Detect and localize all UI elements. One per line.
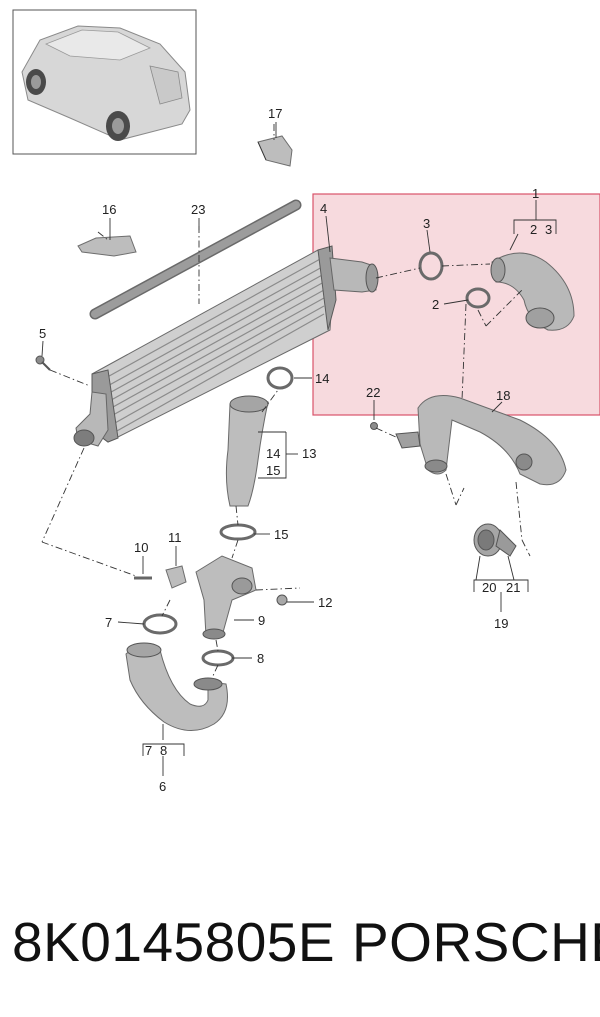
callout-1-sub-3: 3	[545, 222, 552, 237]
part-8-clamp	[201, 649, 235, 667]
part-9-pipe	[195, 555, 257, 640]
callout-13: 13	[302, 446, 316, 461]
part-13-hose	[225, 395, 269, 507]
callout-13-sub-14: 14	[266, 446, 280, 461]
part-11-sensor	[165, 565, 187, 589]
part-17-bracket	[257, 135, 293, 167]
callout-labels: 17 16 23 4 3 1 2 3 2 5 14 22 18 14 15 13…	[39, 106, 552, 794]
leader-lines	[41, 122, 557, 776]
part-intercooler	[91, 245, 337, 443]
footer: 8K0145805E PORSCHE	[0, 902, 600, 982]
brand-name: PORSCHE	[352, 911, 600, 973]
callout-22: 22	[366, 385, 380, 400]
part-19-coupling	[473, 523, 517, 557]
callout-13-sub-15: 15	[266, 463, 280, 478]
part-4-outlet	[329, 257, 379, 293]
callout-19-sub-21: 21	[506, 580, 520, 595]
callout-1-sub-2: 2	[530, 222, 537, 237]
callout-6-sub-8: 8	[160, 743, 167, 758]
part-7-clamp	[142, 613, 178, 635]
part-6-hose	[125, 642, 228, 731]
part-inlet-left	[73, 391, 109, 447]
callout-6-sub-7: 7	[145, 743, 152, 758]
callout-23: 23	[191, 202, 205, 217]
part-14-clamp	[266, 366, 294, 390]
part-16-bracket	[77, 235, 137, 257]
callout-7: 7	[105, 615, 112, 630]
part-number: 8K0145805E	[12, 911, 336, 973]
callout-1: 1	[532, 186, 539, 201]
callout-9: 9	[258, 613, 265, 628]
part-2-clamp	[465, 287, 491, 309]
callout-4: 4	[320, 201, 327, 216]
callout-19-sub-20: 20	[482, 580, 496, 595]
part-1-hose	[490, 252, 575, 331]
callout-12: 12	[318, 595, 332, 610]
callout-10: 10	[134, 540, 148, 555]
part-18-pipe	[395, 395, 567, 486]
vehicle-thumbnail	[12, 9, 197, 155]
callout-14-upper: 14	[315, 371, 329, 386]
part-12-nut	[276, 594, 288, 606]
callout-3: 3	[423, 216, 430, 231]
part-15-clamp	[219, 523, 257, 541]
callout-18: 18	[496, 388, 510, 403]
callout-19: 19	[494, 616, 508, 631]
callout-5: 5	[39, 326, 46, 341]
callout-8: 8	[257, 651, 264, 666]
callout-11: 11	[168, 530, 182, 545]
callout-6: 6	[159, 779, 166, 794]
callout-16: 16	[102, 202, 116, 217]
callout-2: 2	[432, 297, 439, 312]
callout-15: 15	[274, 527, 288, 542]
assembly-lines	[41, 124, 531, 679]
part-23-seal	[89, 199, 302, 320]
part-22-screw	[370, 422, 378, 430]
part-5-screw	[35, 355, 51, 371]
callout-17: 17	[268, 106, 282, 121]
